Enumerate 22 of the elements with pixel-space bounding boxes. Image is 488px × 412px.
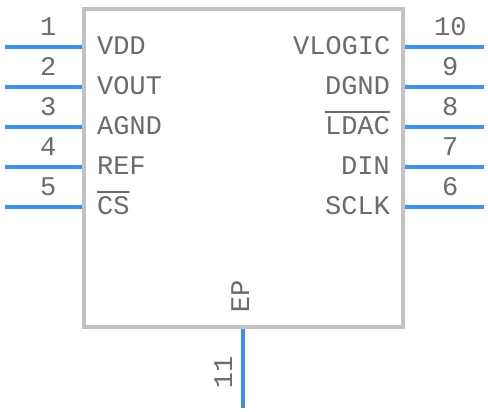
pin-number: 6 bbox=[442, 175, 458, 203]
pin-number: 2 bbox=[40, 55, 56, 83]
pin-number: 10 bbox=[434, 15, 466, 43]
pin-name: LDAC bbox=[325, 114, 390, 142]
pin-number: 4 bbox=[40, 135, 56, 163]
pin-name: DIN bbox=[341, 154, 390, 182]
pin-number: 9 bbox=[442, 55, 458, 83]
pin-number: 3 bbox=[40, 95, 56, 123]
pin-number: 1 bbox=[40, 15, 56, 43]
pin-name: DGND bbox=[325, 74, 390, 102]
pin-name: EP bbox=[229, 280, 258, 312]
pin-number: 8 bbox=[442, 95, 458, 123]
pin-name: VDD bbox=[97, 34, 146, 62]
pin-name: CS bbox=[97, 194, 130, 222]
pin-number: 11 bbox=[212, 356, 240, 388]
pin-name: SCLK bbox=[325, 194, 390, 222]
pin-name: REF bbox=[97, 154, 146, 182]
pin-name: AGND bbox=[97, 114, 162, 142]
pin-name: VLOGIC bbox=[293, 34, 390, 62]
pin-number: 7 bbox=[442, 135, 458, 163]
pin-number: 5 bbox=[40, 175, 56, 203]
pin-name: VOUT bbox=[97, 74, 162, 102]
